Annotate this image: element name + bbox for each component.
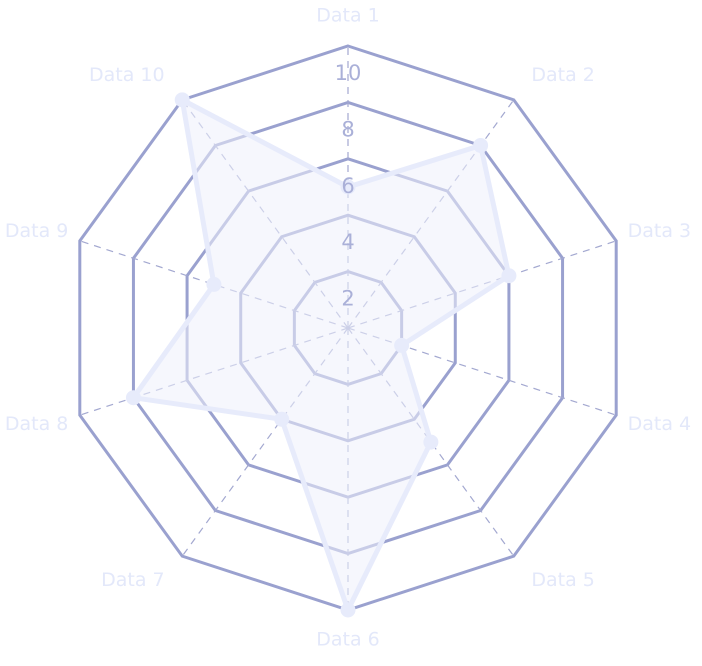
series-area [133, 99, 509, 611]
spoke-2 [347, 99, 515, 329]
tick-label-6: 6 [341, 174, 354, 198]
category-label-9: Data 9 [5, 220, 69, 242]
spoke-3 [347, 240, 617, 329]
category-label-1: Data 1 [316, 5, 380, 27]
category-label-5: Data 5 [531, 569, 595, 591]
tick-label-4: 4 [341, 230, 354, 254]
category-label-3: Data 3 [628, 220, 692, 242]
radial-tick-labels: 2 4 6 8 10 [335, 61, 362, 311]
spoke-7 [181, 327, 349, 557]
spoke-8 [79, 327, 349, 416]
data-point-8[interactable] [125, 390, 141, 406]
data-point-1[interactable] [340, 179, 356, 195]
spoke-4 [347, 327, 617, 416]
category-label-10: Data 10 [89, 64, 165, 86]
data-point-6[interactable] [340, 602, 356, 618]
category-labels: Data 1 Data 2 Data 3 Data 4 Data 5 Data 6 Data… [5, 5, 691, 651]
category-label-6: Data 6 [316, 629, 380, 651]
data-point-4[interactable] [394, 337, 410, 353]
data-point-9[interactable] [206, 276, 222, 292]
data-point-3[interactable] [501, 268, 517, 284]
tick-label-10: 10 [335, 61, 362, 85]
series-layer [125, 92, 517, 618]
data-point-10[interactable] [174, 92, 190, 108]
data-point-7[interactable] [274, 411, 290, 427]
tick-label-8: 8 [341, 117, 354, 141]
category-label-4: Data 4 [628, 413, 692, 435]
category-label-7: Data 7 [101, 569, 165, 591]
spoke-5 [347, 327, 515, 557]
category-label-2: Data 2 [531, 64, 595, 86]
spoke-9 [79, 240, 349, 329]
data-point-5[interactable] [423, 434, 439, 450]
category-label-8: Data 8 [5, 413, 69, 435]
data-point-2[interactable] [473, 137, 489, 153]
tick-label-2: 2 [341, 287, 354, 311]
